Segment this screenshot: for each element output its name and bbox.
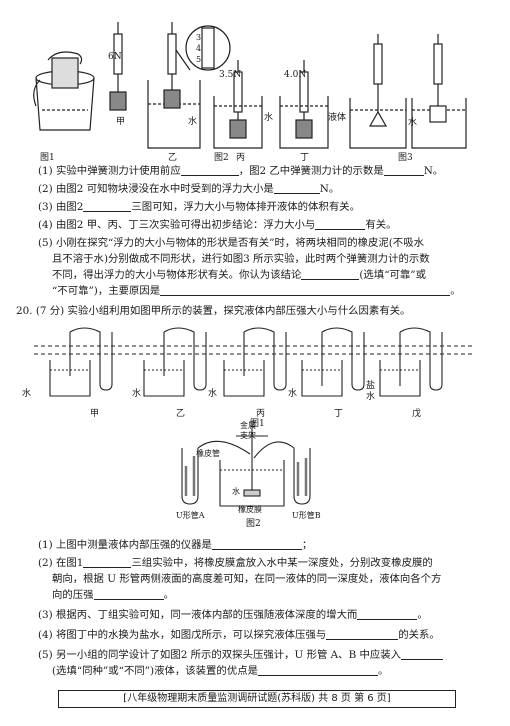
q19-part5-line1: (5) 小刚在探究“浮力的大小与物体的形状是否有关”时，将两块相同的橡皮泥(不吸… [38,237,424,249]
label-water: 水 [188,117,198,127]
gauge-ding [301,327,365,397]
answer-blank[interactable] [211,538,302,550]
fig1-label-yi: 乙 [176,409,186,419]
answer-blank[interactable] [258,664,378,676]
q20-part4: (4) 将图丁中的水换为盐水，如图戊所示，可以探究液体压强与的关系。 [38,628,440,641]
q20-intro: 20. (7 分) 实验小组利用如图甲所示的装置，探究液体内部压强大小与什么因素… [16,305,411,317]
label-jia: 甲 [116,117,126,127]
label-liquid: 液体 [328,113,347,123]
caption-fig3: 图3 [398,153,413,163]
fig1-label-bing: 丙 [256,409,266,419]
fig2-water: 水 [232,487,240,496]
q20-fig1-pressure-gauges [34,327,474,397]
caption-fig1: 图1 [40,153,55,163]
label-bing: 丙 [236,153,246,163]
reading-bing: 3.5N [219,70,242,80]
scale-tick-3: 3 [196,33,202,42]
gauge-bing [223,327,287,397]
gauge-wu [379,327,443,397]
fig2-hose: 橡皮管 [196,449,220,458]
fig1-label-ding: 丁 [334,409,344,419]
fig2-stand: 支架 [240,431,256,440]
fig1-water-bing: 水 [208,389,218,399]
q19-part5-line4: “不可靠”)，主要原因是。 [52,284,461,297]
answer-blank[interactable] [83,556,132,568]
fig2-membrane: 橡皮膜 [238,505,262,514]
fig2-metal: 金属 [240,421,256,430]
q20-part5: (5) 另一小组的同学设计了如图2 所示的双探头压强计，U 形管 A、B 中应装… [38,648,478,662]
fig1-water-jia: 水 [22,389,32,399]
answer-blank[interactable] [326,628,399,640]
q20-part1: (1) 上图中测量液体内部压强的仪器是； [38,538,313,551]
fig2-jia [109,22,127,111]
answer-blank[interactable] [315,218,366,230]
fig2-bing [213,60,263,149]
answer-blank[interactable] [160,284,451,296]
fig2-ding [279,60,329,149]
label-water-bing: 水 [264,113,274,123]
answer-blank[interactable] [301,268,360,280]
scale-tick-5: 5 [196,55,202,64]
label-water-fig3: 水 [408,118,418,128]
answer-blank[interactable] [83,200,132,212]
q19-part5-line2: 且不溶于水)分别做成不同形状，进行如图3 所示实验，此时两个弹簧测力计的示数 [52,253,430,265]
fig1-salt-water: 水 [366,392,376,402]
fig2-utube-a: U形管A [176,511,205,520]
label-yi: 乙 [168,153,178,163]
fig1-water-yi: 水 [132,389,142,399]
answer-blank[interactable] [383,164,424,176]
q19-part5-line3: 不同，得出浮力的大小与物体形状有关。你认为该结论(选填“可靠”或 [52,268,427,281]
answer-blank[interactable] [401,648,444,660]
scale-magnifier [175,25,231,71]
reading-ding: 4.0N [284,70,307,80]
fig1-label-wu: 戊 [412,409,422,419]
q19-part4: (4) 由图2 甲、丙、丁三次实验可得出初步结论：浮力大小与有关。 [38,218,397,231]
q20-fig2-double-probe [181,428,311,507]
answer-blank[interactable] [273,182,320,194]
q20-part3: (3) 根据丙、丁组实验可知，同一液体内部的压强随液体深度的增大而。 [38,608,428,621]
caption-fig2: 图2 [214,153,229,163]
q20-part2-line3: 向的压强。 [52,588,174,601]
buoyancy-figures [33,22,467,149]
fig1-caption: 图1 [250,419,265,429]
q20-part5-line2: (选填“同种”或“不同”)液体，该装置的优点是。 [52,664,389,677]
fig2-yi [147,22,201,149]
fig1-bucket-drawing [33,51,95,131]
answer-blank[interactable] [180,164,239,176]
q20-part2-line2: 朝向，根据 U 形管两侧液面的高度差可知，在同一液体的同一深度处，液体向各个方 [52,573,442,585]
fig1-label-jia: 甲 [90,409,100,419]
fig1-salt: 盐 [366,381,376,391]
fig3-tanks [349,34,467,149]
fig1-water-ding: 水 [288,389,298,399]
answer-blank[interactable] [357,608,418,620]
answer-blank[interactable] [93,588,164,600]
fig2-caption: 图2 [246,519,261,529]
page-footer: [八年级物理期末质量监测调研试题(苏科版) 共 8 页 第 6 页] [58,690,456,708]
label-ding: 丁 [300,153,310,163]
fig2-utube-b: U形管B [292,511,321,520]
gauge-jia [49,327,113,397]
scale-tick-4: 4 [196,44,202,53]
reading-jia: 6N [108,52,122,62]
gauge-yi [143,327,207,397]
